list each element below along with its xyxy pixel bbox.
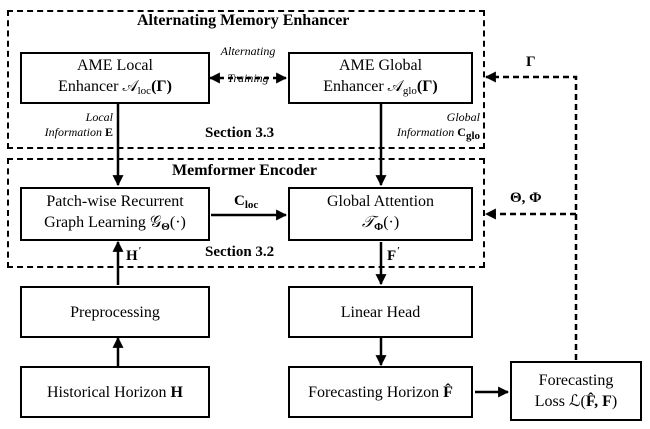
ame-global-enhancer-box: AME Global Enhancer 𝒜glo(Γ) (288, 52, 473, 104)
gamma-feedback-line (484, 71, 578, 360)
c-loc-label: Cloc (234, 193, 259, 211)
encoder-group-title: Memformer Encoder (168, 162, 321, 180)
gamma-feedback-label: Γ (526, 54, 536, 70)
local-information-label: Local Information E (44, 110, 113, 139)
preprocessing-box: Preprocessing (20, 286, 210, 338)
forecasting-horizon-box: Forecasting Horizon F̂ (288, 366, 473, 418)
alternating-training-label: Alternating Training (220, 44, 276, 85)
ame-group-title: Alternating Memory Enhancer (133, 12, 354, 30)
f-prime-label: F′ (387, 246, 400, 264)
forecasting-loss-box: Forecasting Loss ℒ(F̂, F) (510, 361, 642, 421)
patch-wise-graph-learning-box: Patch-wise Recurrent Graph Learning 𝒢Θ(·… (20, 187, 210, 241)
linear-head-box: Linear Head (288, 286, 473, 338)
ame-section-label: Section 3.3 (205, 125, 275, 141)
encoder-group (7, 158, 485, 268)
historical-horizon-box: Historical Horizon H (20, 366, 210, 418)
ame-local-enhancer-box: AME Local Enhancer 𝒜loc(Γ) (20, 52, 210, 104)
h-prime-label: H′ (126, 246, 142, 264)
theta-phi-feedback-label: Θ, Φ (510, 190, 542, 206)
ame-group (7, 10, 485, 149)
global-information-label: Global Information Cglo (396, 110, 480, 142)
encoder-section-label: Section 3.2 (205, 244, 275, 260)
global-attention-box: Global Attention 𝒯Φ(·) (288, 187, 473, 241)
